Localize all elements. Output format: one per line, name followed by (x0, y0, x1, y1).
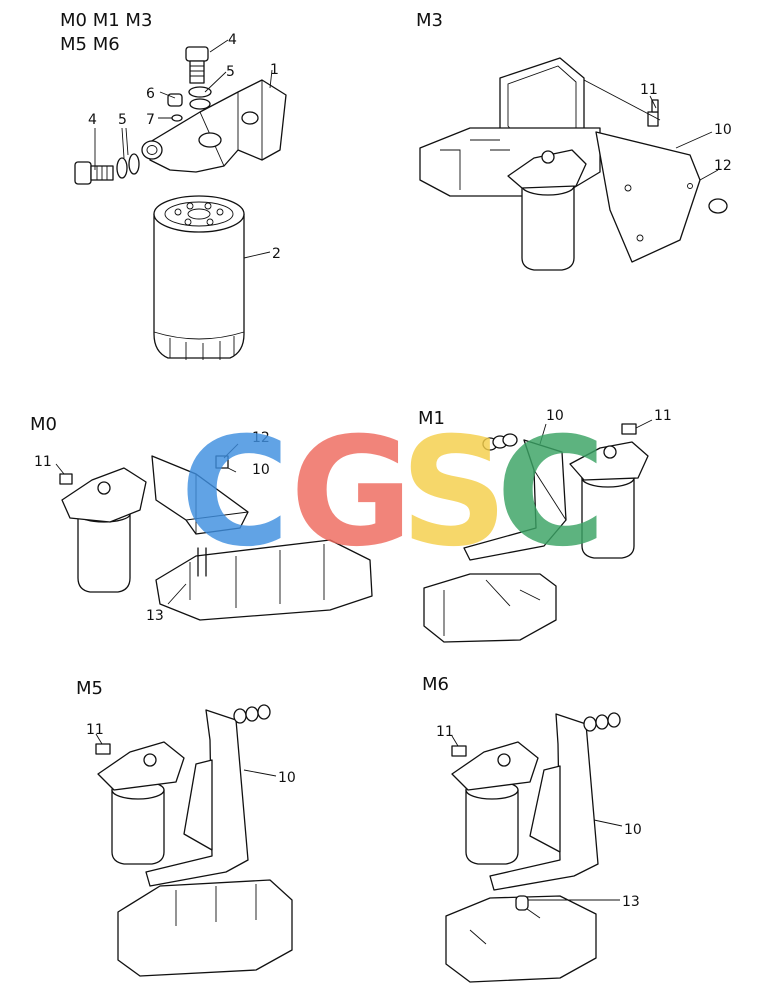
bolt-part (621, 423, 637, 435)
bolt-part (185, 46, 209, 84)
panel-m5: M5 11 10 (76, 678, 296, 977)
panel-exploded-filter: M0 M1 M3 M5 M6 (60, 10, 287, 360)
callout-label: 11 (34, 454, 52, 470)
side-bolt-part (74, 161, 114, 185)
callout-label: 6 (146, 86, 155, 102)
callout-label: 5 (118, 112, 127, 128)
callout-label: 12 (714, 158, 732, 174)
callout-label: 13 (146, 608, 164, 624)
nut-part (245, 706, 259, 722)
nut-part (257, 704, 271, 720)
model-label: M6 (422, 674, 449, 695)
nut-part (215, 455, 229, 469)
callout-label: 13 (622, 894, 640, 910)
model-label: M0 (30, 414, 57, 435)
callout-label: 7 (146, 112, 155, 128)
callout-label: 11 (640, 82, 658, 98)
model-label: M3 (416, 10, 443, 31)
callout-label: 10 (546, 408, 564, 424)
model-label: M5 (76, 678, 103, 699)
callout-label: 10 (252, 462, 270, 478)
callout-label: 4 (228, 32, 237, 48)
nut-part (607, 712, 621, 728)
model-label: M1 (418, 408, 445, 429)
callout-label: 11 (86, 722, 104, 738)
nut-part (595, 714, 609, 730)
washer-part (116, 157, 128, 179)
watermark-letter: C (180, 406, 290, 580)
bolt-part (59, 473, 73, 485)
model-label-line1: M0 M1 M3 (60, 10, 152, 31)
o-ring-part (171, 114, 183, 122)
watermark-logo: C G S C (180, 406, 606, 580)
nut-part (502, 433, 518, 447)
panel-m1: M1 10 11 (418, 408, 672, 643)
callout-label: 10 (278, 770, 296, 786)
callout-label: 2 (272, 246, 281, 262)
nut-part (583, 716, 597, 732)
washer-part (189, 98, 211, 110)
callout-label: 12 (252, 430, 270, 446)
panel-m0: M0 11 12 10 13 (30, 414, 373, 624)
callout-label: 11 (436, 724, 454, 740)
watermark-letter: C (496, 406, 606, 580)
bolt-part (647, 99, 659, 127)
washer-part (128, 153, 140, 175)
model-label-line2: M5 M6 (60, 34, 120, 55)
bolt-part (95, 743, 111, 755)
washer-part (188, 86, 212, 98)
callout-label: 11 (654, 408, 672, 424)
nut-part (708, 198, 728, 214)
nut-part (233, 708, 247, 724)
callout-label: 4 (88, 112, 97, 128)
callout-label: 5 (226, 64, 235, 80)
callout-label: 10 (714, 122, 732, 138)
watermark-letter: G (290, 406, 413, 580)
watermark-letter: S (400, 406, 508, 580)
bolt-part (451, 745, 467, 757)
panel-m6: M6 11 10 13 (422, 674, 642, 983)
callout-label: 1 (270, 62, 279, 78)
callout-label: 10 (624, 822, 642, 838)
filter-cartridge-part (153, 195, 245, 360)
panel-m3: M3 11 10 12 (416, 10, 732, 271)
